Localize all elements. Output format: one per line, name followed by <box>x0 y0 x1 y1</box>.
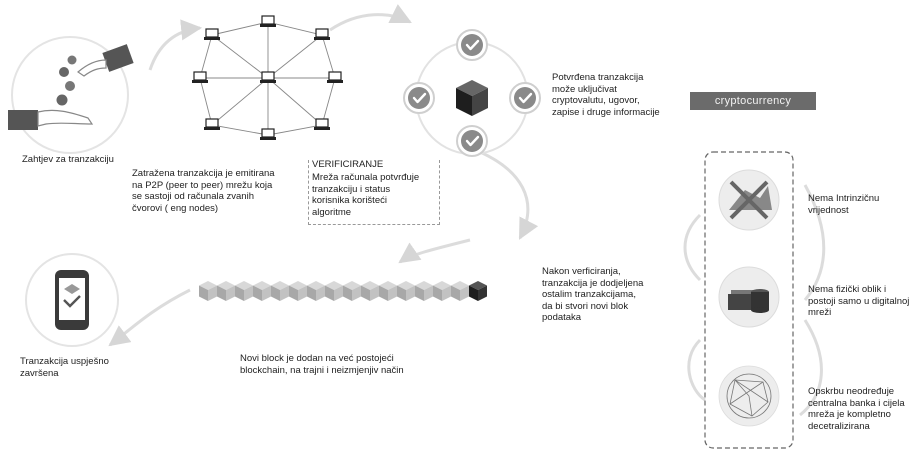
coin-stack-icon <box>718 266 780 328</box>
chain-block-face <box>289 285 298 301</box>
validation-check-icon <box>402 28 542 158</box>
chain-block-face <box>325 285 334 301</box>
decentralized-network-icon <box>718 365 780 427</box>
no-physical-label: Nema fizički oblik i postoji samo u digi… <box>808 284 910 318</box>
verify-body: Mreža računala potvrđuje tranzakciju i s… <box>312 172 420 218</box>
blockchain-icon <box>199 281 487 301</box>
chain-block-face <box>415 285 424 301</box>
chain-block-face <box>352 285 361 301</box>
block-label: Nakon verficiranja, tranzakcija je dodje… <box>542 266 644 323</box>
verification-box <box>308 160 440 225</box>
chain-block-face <box>262 285 271 301</box>
chain-label: Novi block je dodan na već postojeći blo… <box>240 353 404 376</box>
no-intrinsic-label: Nema Intrinzičnu vrijednost <box>808 193 880 216</box>
cryptocurrency-panel <box>704 151 794 449</box>
chain-block-face <box>271 285 280 301</box>
chain-block-face <box>217 285 226 301</box>
hand-giving-coins-icon <box>8 36 134 154</box>
chain-block-face <box>451 285 460 301</box>
chain-block-face <box>199 285 208 301</box>
request-label: Zahtjev za tranzakciju <box>22 154 114 165</box>
chain-block-face <box>370 285 379 301</box>
chain-block-face <box>226 285 235 301</box>
chain-block-face <box>280 285 289 301</box>
cryptocurrency-tag: cryptocurrency <box>690 92 816 110</box>
chain-block-face <box>208 285 217 301</box>
chain-block-face <box>361 285 370 301</box>
chain-block-face <box>307 285 316 301</box>
p2p-network-icon <box>191 15 344 141</box>
decentralized-label: Opskrbu neodređuje centralna banka i cij… <box>808 386 905 432</box>
verify-title: VERIFICIRANJE <box>312 159 384 170</box>
chain-block-face <box>298 285 307 301</box>
chain-block-face <box>253 285 262 301</box>
chain-block-face <box>397 285 406 301</box>
broadcast-label: Zatražena tranzakcija je emitirana na P2… <box>132 168 275 214</box>
chain-block-face <box>235 285 244 301</box>
chain-block-face <box>406 285 415 301</box>
chain-block-face <box>433 285 442 301</box>
crossed-out-value-icon <box>718 169 780 231</box>
chain-block-face <box>334 285 343 301</box>
chain-block-face <box>469 285 478 301</box>
chain-block-face <box>379 285 388 301</box>
chain-block-face <box>316 285 325 301</box>
confirmed-label: Potvrđena tranzakcija može uključivat cr… <box>552 72 660 118</box>
chain-block-face <box>244 285 253 301</box>
done-label: Tranzakcija uspješno završena <box>20 356 109 379</box>
block-cube-icon <box>456 80 488 116</box>
phone-check-icon <box>25 253 119 347</box>
chain-block-face <box>343 285 352 301</box>
chain-block-face <box>424 285 433 301</box>
chain-block-face <box>388 285 397 301</box>
chain-block-face <box>478 285 487 301</box>
chain-block-face <box>442 285 451 301</box>
chain-block-face <box>460 285 469 301</box>
flow-arrows <box>108 4 826 417</box>
